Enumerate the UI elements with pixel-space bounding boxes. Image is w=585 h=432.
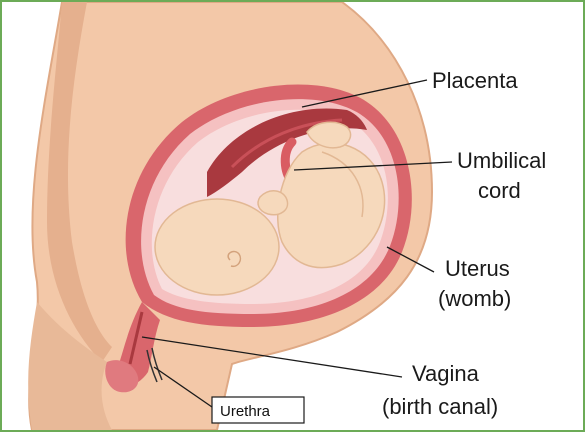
label-umbilical-1: Umbilical [457,148,546,173]
baby-head [155,199,279,295]
baby-hands [258,191,287,215]
label-placenta: Placenta [432,68,518,93]
label-urethra: Urethra [220,403,271,420]
label-uterus-2: (womb) [438,286,511,311]
label-vagina-1: Vagina [412,361,480,386]
label-vagina-2: (birth canal) [382,394,498,419]
label-umbilical-2: cord [478,178,521,203]
label-uterus-1: Uterus [445,256,510,281]
